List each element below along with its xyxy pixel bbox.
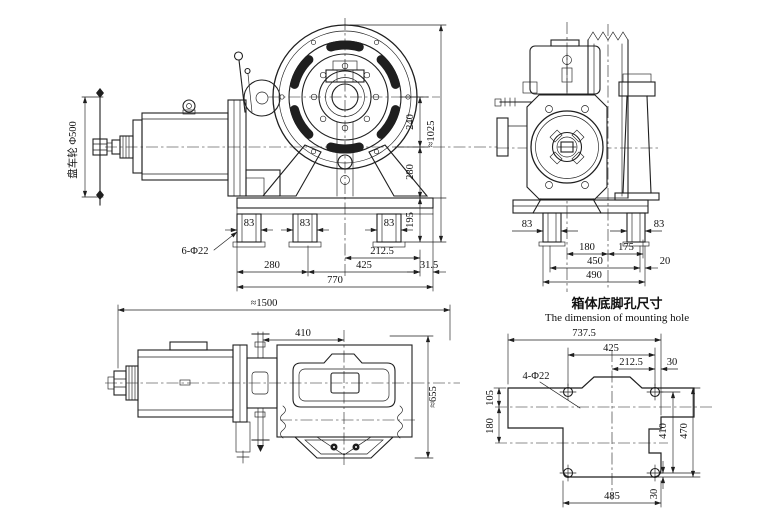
- dim-425: 425: [356, 260, 372, 271]
- dim-212-5: 212.5: [370, 246, 394, 257]
- mounting-right-dims: 410 470 30: [649, 387, 701, 500]
- dim-83-foot1: 83: [244, 218, 255, 229]
- dim-180-mount: 180: [485, 418, 496, 434]
- dim-31-5: 31.5: [420, 260, 438, 271]
- dim-175: 175: [618, 242, 634, 253]
- mounting-title-en: The dimension of mounting hole: [545, 312, 689, 324]
- brake-stems-plan: [236, 331, 270, 464]
- dim-83-right: 83: [654, 219, 665, 230]
- gearbox-face: [526, 94, 608, 200]
- dim-105: 105: [485, 390, 496, 406]
- dim-470: 470: [679, 423, 690, 439]
- dim-83-left: 83: [522, 219, 533, 230]
- side-dims: 83 83 180 175 450 20 490: [512, 219, 671, 287]
- front-bottom-dims: 212.5 280 425 31.5 770 6-Φ22: [182, 213, 446, 292]
- dim-30-top: 30: [667, 357, 678, 368]
- dim-450: 450: [587, 256, 603, 267]
- mounting-top-dims: 737.5 425 212.5 30: [507, 328, 678, 416]
- side-elevation-view: 83 83 180 175 450 20 490: [494, 22, 671, 292]
- brake-assembly: [227, 51, 281, 197]
- base-frame-side: [512, 198, 650, 247]
- dim-1500: ≈1500: [251, 298, 278, 309]
- motor-front: [106, 99, 229, 181]
- mounting-hole-view: 箱体底脚孔尺寸 The dimension of mounting hole 4…: [485, 296, 712, 508]
- dim-195: 195: [405, 212, 416, 228]
- dim-280-vert: 280: [405, 164, 416, 180]
- dim-490: 490: [586, 270, 602, 281]
- dim-83-foot3: 83: [384, 218, 395, 229]
- mounting-holes: 4-Φ22: [523, 371, 664, 482]
- terminal-box: [529, 39, 601, 95]
- plan-height-dim: ≈655: [389, 335, 439, 459]
- base-frame-front: [232, 197, 434, 248]
- handwheel-label: 盘车轮 Φ500: [66, 121, 79, 179]
- dim-4-holes: 4-Φ22: [523, 371, 550, 382]
- dim-280: 280: [264, 260, 280, 271]
- dim-20: 20: [660, 256, 671, 267]
- sheave-plan: [276, 344, 413, 439]
- dim-212-5-mount: 212.5: [619, 357, 643, 368]
- dim-655: ≈655: [428, 386, 439, 408]
- dim-737-5: 737.5: [572, 328, 596, 339]
- plan-view: ≈1500 410: [105, 298, 460, 465]
- dim-485: 485: [604, 491, 620, 502]
- mounting-title-cn: 箱体底脚孔尺寸: [571, 296, 662, 311]
- a-frame-stand: [261, 121, 429, 197]
- dim-240: 240: [405, 114, 416, 130]
- dim-410-plan: 410: [295, 328, 311, 339]
- dim-6-holes: 6-Φ22: [182, 246, 209, 257]
- dim-180: 180: [579, 242, 595, 253]
- dim-410-mount: 410: [658, 423, 669, 439]
- mounting-bottom-dims: 485: [562, 480, 662, 508]
- handwheel: 盘车轮 Φ500: [66, 88, 108, 206]
- front-right-dims: 240 280 195 ≈1025: [349, 24, 447, 243]
- dim-770: 770: [327, 275, 343, 286]
- mounting-left-dims: 105 180: [485, 387, 507, 444]
- dim-1025: ≈1025: [426, 121, 437, 148]
- motor-plan: [107, 341, 234, 418]
- dim-30-bottom: 30: [649, 489, 660, 500]
- dim-83-foot2: 83: [300, 218, 311, 229]
- gearbox-plan: [232, 344, 278, 453]
- front-elevation-view: 盘车轮 Φ500: [66, 18, 497, 292]
- dim-425-mount: 425: [603, 343, 619, 354]
- bottom-bracket-plan: [293, 436, 395, 459]
- bearing-pedestal: [614, 73, 660, 201]
- eyebolt-icon: [182, 99, 196, 113]
- plan-width-dim: ≈1500 410: [117, 298, 451, 369]
- front-foot-dims: 83 83 83: [225, 218, 413, 233]
